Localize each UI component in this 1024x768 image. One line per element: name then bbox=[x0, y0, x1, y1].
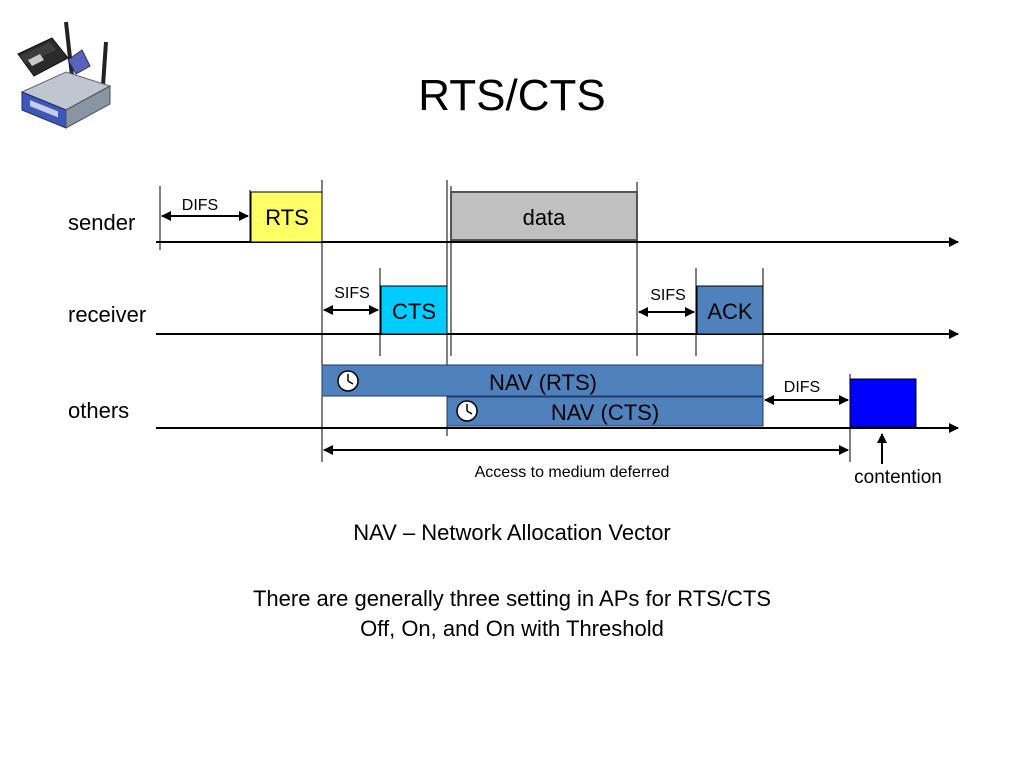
data-frame bbox=[450, 191, 638, 241]
cts-frame-label: CTS bbox=[392, 299, 436, 324]
receiver-label: receiver bbox=[68, 302, 146, 327]
clock-icon bbox=[456, 400, 478, 422]
deferred-label: Access to medium deferred bbox=[475, 464, 670, 481]
nav-cts-bar bbox=[446, 396, 764, 427]
rts-frame-label: RTS bbox=[265, 205, 309, 230]
nav-cts-label: NAV (CTS) bbox=[551, 400, 659, 425]
sifs-receiver-1-label: SIFS bbox=[334, 285, 370, 302]
clock-icon bbox=[337, 370, 359, 392]
pc-card-icon bbox=[17, 37, 69, 77]
sifs-receiver-2-label: SIFS bbox=[650, 287, 686, 304]
difs-sender-label: DIFS bbox=[182, 197, 218, 214]
rts-cts-settings-caption: There are generally three setting in APs… bbox=[252, 586, 772, 611]
nav-rts-label: NAV (RTS) bbox=[489, 370, 597, 395]
rts-cts-settings-options: Off, On, and On with Threshold bbox=[360, 616, 664, 641]
ack-frame-label: ACK bbox=[707, 299, 753, 324]
wireless-router-icon bbox=[17, 21, 112, 129]
contention-label: contention bbox=[854, 467, 942, 488]
others-label: others bbox=[68, 398, 129, 423]
ack-frame bbox=[696, 285, 764, 335]
data-frame-label: data bbox=[523, 205, 567, 230]
sender-label: sender bbox=[68, 210, 135, 235]
nav-rts-bar bbox=[321, 364, 764, 397]
nav-definition-caption: NAV – Network Allocation Vector bbox=[353, 520, 671, 545]
antenna-left bbox=[64, 21, 74, 77]
page-title: RTS/CTS bbox=[418, 71, 606, 120]
contention-block bbox=[849, 378, 917, 428]
rts-frame bbox=[250, 191, 323, 243]
difs-others-label: DIFS bbox=[784, 379, 820, 396]
cts-frame bbox=[380, 285, 448, 335]
